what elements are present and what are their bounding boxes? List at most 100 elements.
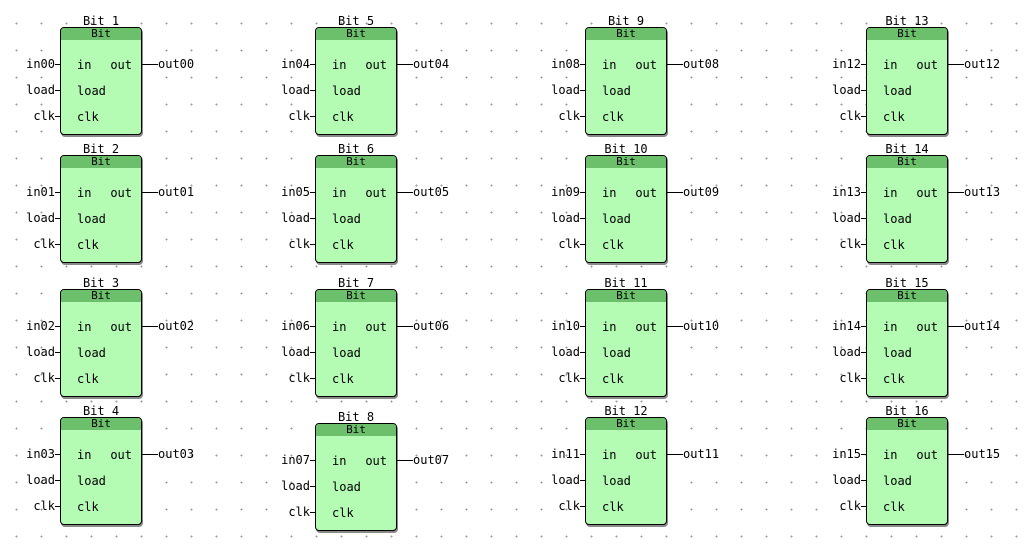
output-variable-out[interactable]: out00: [158, 57, 195, 71]
function-block-bit-8[interactable]: Bit_8 Bit in load clk out in07 load clk …: [255, 410, 449, 546]
function-block-bit-16[interactable]: Bit_16 Bit in load clk out in15 load clk…: [806, 404, 1000, 540]
block-body[interactable]: Bit in load clk out: [315, 27, 397, 135]
function-block-bit-7[interactable]: Bit_7 Bit in load clk out in06 load clk …: [255, 276, 449, 412]
input-variable-in[interactable]: in01: [26, 185, 55, 199]
function-block-bit-15[interactable]: Bit_15 Bit in load clk out in14 load clk…: [806, 276, 1000, 412]
input-variable-load[interactable]: load: [281, 83, 310, 97]
input-variable-in[interactable]: in06: [281, 319, 310, 333]
function-block-bit-12[interactable]: Bit_12 Bit in load clk out in11 load clk…: [525, 404, 719, 540]
input-variable-in[interactable]: in13: [832, 185, 861, 199]
function-block-bit-9[interactable]: Bit_9 Bit in load clk out in08 load clk …: [525, 14, 719, 150]
block-body[interactable]: Bit in load clk out: [866, 155, 948, 263]
input-variable-load[interactable]: load: [281, 211, 310, 225]
input-variable-load[interactable]: load: [551, 83, 580, 97]
block-body[interactable]: Bit in load clk out: [60, 155, 142, 263]
output-variable-out[interactable]: out08: [683, 57, 720, 71]
input-variable-in[interactable]: in11: [551, 447, 580, 461]
function-block-bit-10[interactable]: Bit_10 Bit in load clk out in09 load clk…: [525, 142, 719, 278]
block-body[interactable]: Bit in load clk out: [315, 289, 397, 397]
input-variable-in[interactable]: in12: [832, 57, 861, 71]
input-variable-clk[interactable]: clk: [288, 505, 310, 519]
block-body[interactable]: Bit in load clk out: [866, 289, 948, 397]
input-variable-in[interactable]: in10: [551, 319, 580, 333]
function-block-bit-6[interactable]: Bit_6 Bit in load clk out in05 load clk …: [255, 142, 449, 278]
input-variable-clk[interactable]: clk: [839, 109, 861, 123]
function-block-bit-1[interactable]: Bit_1 Bit in load clk out in00 load clk …: [0, 14, 194, 150]
function-block-bit-13[interactable]: Bit_13 Bit in load clk out in12 load clk…: [806, 14, 1000, 150]
output-variable-out[interactable]: out06: [413, 319, 450, 333]
function-block-bit-5[interactable]: Bit_5 Bit in load clk out in04 load clk …: [255, 14, 449, 150]
input-variable-clk[interactable]: clk: [839, 237, 861, 251]
block-body[interactable]: Bit in load clk out: [60, 27, 142, 135]
function-block-bit-4[interactable]: Bit_4 Bit in load clk out in03 load clk …: [0, 404, 194, 540]
input-variable-clk[interactable]: clk: [33, 237, 55, 251]
input-variable-load[interactable]: load: [551, 473, 580, 487]
output-variable-out[interactable]: out02: [158, 319, 195, 333]
output-variable-out[interactable]: out15: [964, 447, 1001, 461]
input-variable-in[interactable]: in00: [26, 57, 55, 71]
input-variable-clk[interactable]: clk: [558, 499, 580, 513]
output-variable-out[interactable]: out12: [964, 57, 1001, 71]
input-variable-clk[interactable]: clk: [288, 237, 310, 251]
input-variable-clk[interactable]: clk: [288, 371, 310, 385]
function-block-bit-11[interactable]: Bit_11 Bit in load clk out in10 load clk…: [525, 276, 719, 412]
input-variable-load[interactable]: load: [26, 473, 55, 487]
output-variable-out[interactable]: out10: [683, 319, 720, 333]
input-variable-clk[interactable]: clk: [33, 499, 55, 513]
block-body[interactable]: Bit in load clk out: [585, 289, 667, 397]
output-variable-out[interactable]: out09: [683, 185, 720, 199]
input-variable-load[interactable]: load: [832, 345, 861, 359]
block-body[interactable]: Bit in load clk out: [866, 417, 948, 525]
input-variable-in[interactable]: in14: [832, 319, 861, 333]
output-variable-out[interactable]: out07: [413, 453, 450, 467]
input-variable-clk[interactable]: clk: [33, 109, 55, 123]
input-variable-in[interactable]: in03: [26, 447, 55, 461]
input-variable-in[interactable]: in09: [551, 185, 580, 199]
block-body[interactable]: Bit in load clk out: [60, 289, 142, 397]
block-body[interactable]: Bit in load clk out: [866, 27, 948, 135]
pin-label-load: load: [332, 346, 361, 360]
output-variable-out[interactable]: out11: [683, 447, 720, 461]
input-variable-in[interactable]: in02: [26, 319, 55, 333]
function-block-bit-2[interactable]: Bit_2 Bit in load clk out in01 load clk …: [0, 142, 194, 278]
block-body[interactable]: Bit in load clk out: [585, 417, 667, 525]
output-variable-out[interactable]: out14: [964, 319, 1001, 333]
input-variable-in[interactable]: in08: [551, 57, 580, 71]
block-body[interactable]: Bit in load clk out: [315, 155, 397, 263]
block-body[interactable]: Bit in load clk out: [315, 423, 397, 531]
block-type: Bit: [61, 28, 141, 40]
input-variable-load[interactable]: load: [551, 211, 580, 225]
input-variable-clk[interactable]: clk: [839, 371, 861, 385]
output-variable-out[interactable]: out04: [413, 57, 450, 71]
pin-label-out: out: [635, 320, 657, 334]
block-body[interactable]: Bit in load clk out: [585, 27, 667, 135]
input-variable-load[interactable]: load: [26, 83, 55, 97]
output-variable-out[interactable]: out13: [964, 185, 1001, 199]
output-variable-out[interactable]: out01: [158, 185, 195, 199]
input-variable-in[interactable]: in05: [281, 185, 310, 199]
input-variable-load[interactable]: load: [551, 345, 580, 359]
input-variable-in[interactable]: in07: [281, 453, 310, 467]
input-variable-load[interactable]: load: [832, 473, 861, 487]
function-block-bit-3[interactable]: Bit_3 Bit in load clk out in02 load clk …: [0, 276, 194, 412]
input-variable-in[interactable]: in15: [832, 447, 861, 461]
input-variable-load[interactable]: load: [281, 345, 310, 359]
input-variable-clk[interactable]: clk: [288, 109, 310, 123]
input-variable-clk[interactable]: clk: [558, 109, 580, 123]
input-variable-load[interactable]: load: [26, 211, 55, 225]
output-variable-out[interactable]: out03: [158, 447, 195, 461]
input-variable-load[interactable]: load: [832, 83, 861, 97]
block-body[interactable]: Bit in load clk out: [585, 155, 667, 263]
input-variable-clk[interactable]: clk: [558, 237, 580, 251]
input-variable-load[interactable]: load: [281, 479, 310, 493]
input-variable-load[interactable]: load: [832, 211, 861, 225]
block-body[interactable]: Bit in load clk out: [60, 417, 142, 525]
function-block-bit-14[interactable]: Bit_14 Bit in load clk out in13 load clk…: [806, 142, 1000, 278]
input-variable-clk[interactable]: clk: [839, 499, 861, 513]
output-variable-out[interactable]: out05: [413, 185, 450, 199]
input-variable-clk[interactable]: clk: [558, 371, 580, 385]
input-variable-clk[interactable]: clk: [33, 371, 55, 385]
input-variable-load[interactable]: load: [26, 345, 55, 359]
input-variable-in[interactable]: in04: [281, 57, 310, 71]
